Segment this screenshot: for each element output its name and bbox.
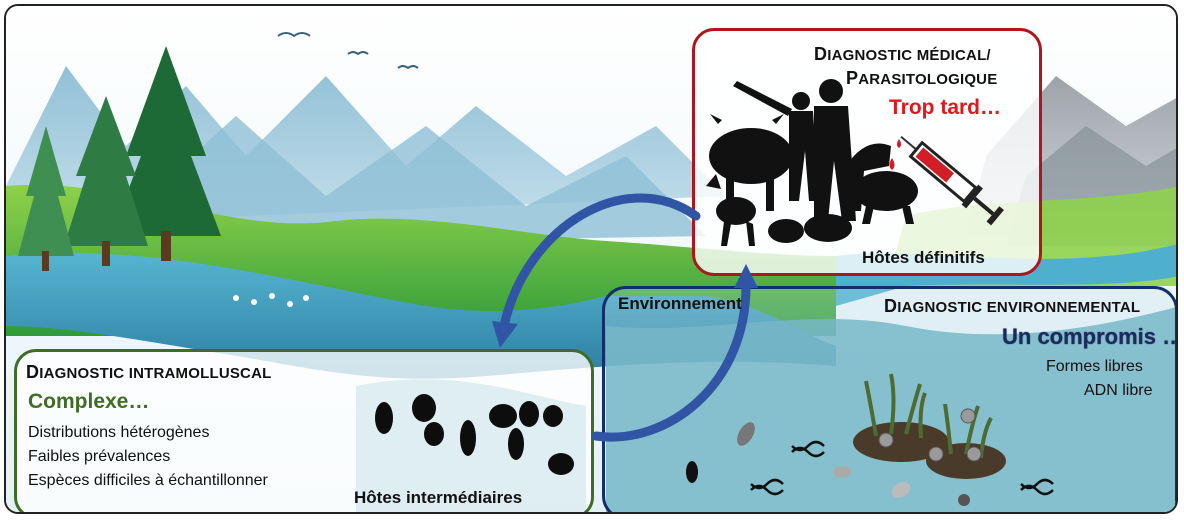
environmental-status: Un compromis … (1002, 324, 1178, 349)
medical-status: Trop tard… (889, 96, 1002, 119)
environmental-title: DIAGNOSTIC ENVIRONNEMENTAL (884, 296, 1141, 316)
intramolluscal-title: DIAGNOSTIC INTRAMOLLUSCAL (26, 362, 272, 382)
birds (277, 32, 419, 70)
diagram-frame: DIAGNOSTIC MÉDICAL/ PARASITOLOGIQUE Trop… (4, 4, 1178, 514)
shore-flowers (233, 293, 309, 307)
intramolluscal-item-1: Distributions hétérogènes (28, 424, 210, 441)
environmental-item-2: ADN libre (1084, 382, 1153, 399)
medical-diagnosis-box (692, 28, 1042, 276)
intramolluscal-diagnosis-box (14, 349, 594, 512)
intermediate-hosts-label: Hôtes intermédiaires (354, 488, 523, 507)
medical-title-line1: DIAGNOSTIC MÉDICAL/ (814, 44, 991, 64)
intramolluscal-item-3: Espèces difficiles à échantillonner (28, 472, 268, 489)
environment-label: Environnement (618, 294, 742, 313)
environmental-item-1: Formes libres (1046, 358, 1143, 375)
intramolluscal-item-2: Faibles prévalences (28, 448, 171, 465)
medical-title-line2: PARASITOLOGIQUE (846, 68, 998, 88)
trees (18, 46, 221, 271)
intramolluscal-status: Complexe… (28, 390, 150, 413)
definitive-hosts-label: Hôtes définitifs (862, 248, 985, 267)
